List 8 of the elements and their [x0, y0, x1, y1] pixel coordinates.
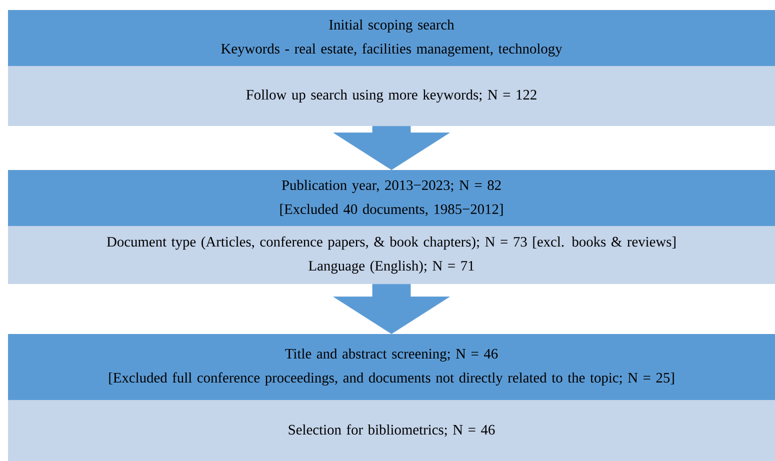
- step-band: Publication year, 2013−2023; N = 82 [Excluded 40 documents, 1985−2012]: [8, 170, 775, 226]
- block-arrow: [333, 126, 450, 170]
- block-arrow: [333, 284, 450, 334]
- step-band: Title and abstract screening; N = 46 [Excluded full conference proceedings, and documents not directly related to the topic; N = 25]: [8, 334, 775, 400]
- step-band: Selection for bibliometrics; N = 46: [8, 400, 775, 461]
- step-band: Document type (Articles, conference papers, & book chapters); N = 73 [excl. books & reviews] Language (English); N = 71: [8, 226, 775, 284]
- step-band: Follow up search using more keywords; N = 122: [8, 66, 775, 126]
- step-band: Initial scoping search Keywords - real estate, facilities management, technology: [8, 10, 775, 66]
